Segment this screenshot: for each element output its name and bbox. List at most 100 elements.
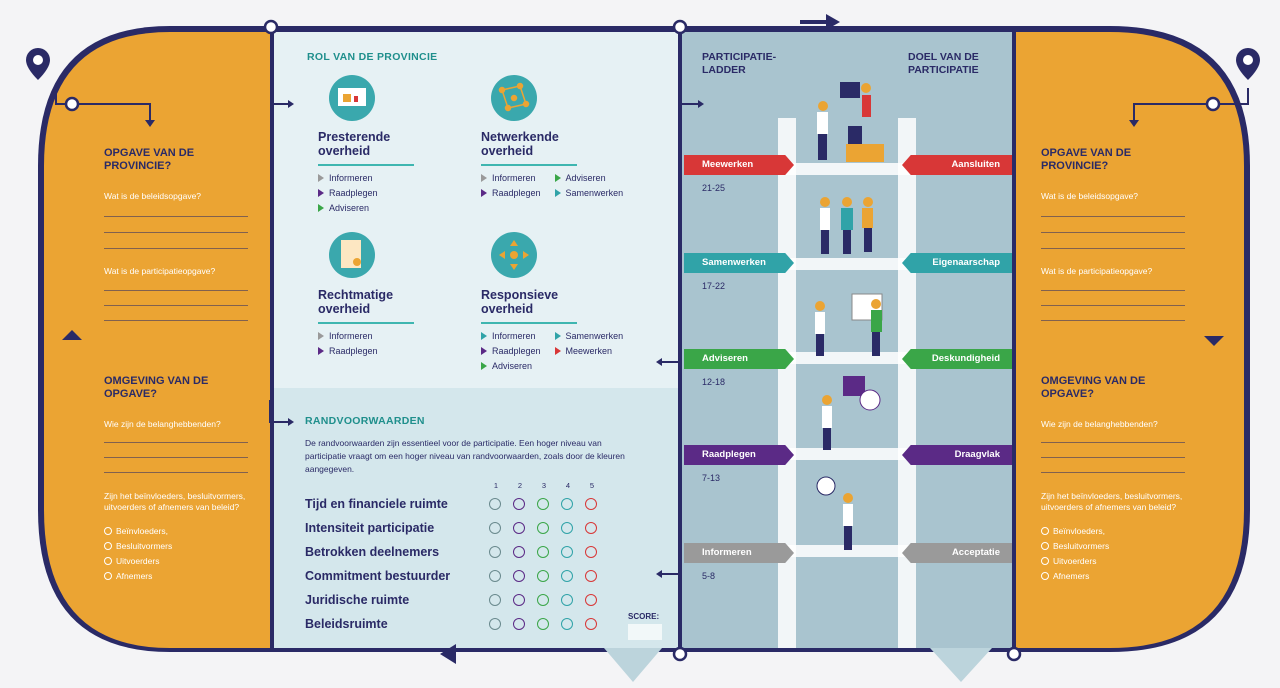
ladder-level-label: Informeren — [684, 543, 794, 563]
left-options: Beïnvloeders, Besluitvormers Uitvoerders… — [104, 523, 172, 583]
rating-circle[interactable] — [537, 594, 549, 606]
role-item: Raadplegen — [481, 344, 541, 359]
rating-circle[interactable] — [561, 546, 573, 558]
rating-circle[interactable] — [537, 546, 549, 558]
answer-line[interactable] — [104, 305, 248, 306]
ladder-level-label: Meewerken — [684, 155, 794, 175]
rating-circle[interactable] — [537, 498, 549, 510]
rating-circle[interactable] — [585, 618, 597, 630]
answer-line[interactable] — [1041, 457, 1185, 458]
rating-circle[interactable] — [489, 618, 501, 630]
role-title-line1: Responsieve — [481, 288, 559, 302]
right-options: Beïnvloeders, Besluitvormers Uitvoerders… — [1041, 523, 1109, 583]
answer-line[interactable] — [1041, 305, 1185, 306]
rating-circle[interactable] — [561, 594, 573, 606]
answer-line[interactable] — [1041, 442, 1185, 443]
rating-circle[interactable] — [513, 618, 525, 630]
rating-circle[interactable] — [585, 522, 597, 534]
rating-circle[interactable] — [537, 522, 549, 534]
role-title-line2: overheid — [318, 144, 371, 158]
left-panel-bg — [44, 32, 270, 648]
divider — [481, 322, 577, 324]
option-checkbox[interactable]: Beïnvloeders, — [1041, 523, 1109, 538]
option-checkbox[interactable]: Beïnvloeders, — [104, 523, 172, 538]
answer-line[interactable] — [1041, 290, 1185, 291]
doel-heading: DOEL VAN DE PARTICIPATIE — [908, 51, 979, 76]
role-title-line1: Presterende — [318, 130, 391, 144]
rating-circle[interactable] — [585, 546, 597, 558]
rating-circle[interactable] — [561, 522, 573, 534]
rating-circle[interactable] — [561, 498, 573, 510]
answer-line[interactable] — [104, 248, 248, 249]
ladder-rail-left — [778, 118, 796, 648]
rating-circle[interactable] — [489, 594, 501, 606]
right-omgeving-heading: OMGEVING VAN DE OPGAVE? — [1041, 375, 1146, 400]
rating-circle[interactable] — [489, 570, 501, 582]
rating-circle[interactable] — [585, 570, 597, 582]
scale-label: 3 — [541, 481, 547, 490]
option-checkbox[interactable]: Uitvoerders — [1041, 553, 1109, 568]
rating-row — [489, 612, 597, 636]
rating-circle[interactable] — [489, 522, 501, 534]
answer-line[interactable] — [104, 232, 248, 233]
answer-line[interactable] — [1041, 320, 1185, 321]
right-beinvloeders-question: Zijn het beïnvloeders, besluitvormers, u… — [1041, 491, 1183, 512]
role-title-line2: overheid — [318, 302, 371, 316]
answer-line[interactable] — [104, 442, 248, 443]
rating-circle[interactable] — [585, 594, 597, 606]
radio-circle-icon — [104, 571, 112, 580]
rating-circle[interactable] — [513, 570, 525, 582]
ladder-rung — [778, 448, 916, 460]
score-range: 12-18 — [702, 377, 726, 387]
rating-circle[interactable] — [513, 498, 525, 510]
answer-line[interactable] — [1041, 232, 1185, 233]
triangle-icon — [481, 189, 487, 197]
answer-line[interactable] — [104, 320, 248, 321]
answer-line[interactable] — [1041, 216, 1185, 217]
rating-circle[interactable] — [513, 594, 525, 606]
ladder-goal-label: Deskundigheid — [902, 349, 1012, 369]
option-checkbox[interactable]: Afnemers — [104, 568, 172, 583]
right-panel-bg — [1016, 32, 1244, 648]
rating-circle[interactable] — [561, 618, 573, 630]
arrow-up-icon — [62, 330, 82, 340]
criterion-label: Intensiteit participatie — [305, 521, 435, 535]
role-item: Adviseren — [318, 201, 414, 216]
role-item: Meewerken — [554, 344, 624, 359]
option-checkbox[interactable]: Besluitvormers — [104, 538, 172, 553]
role-responsieve: Responsieve overheid Informeren Raadpleg… — [481, 288, 623, 374]
rating-grid — [489, 492, 597, 636]
answer-line[interactable] — [104, 290, 248, 291]
rating-circle[interactable] — [561, 570, 573, 582]
randvoorwaarden-heading: RANDVOORWAARDEN — [305, 415, 425, 427]
node — [672, 646, 688, 662]
answer-line[interactable] — [1041, 472, 1185, 473]
rating-circle[interactable] — [513, 546, 525, 558]
rating-circle[interactable] — [513, 522, 525, 534]
option-checkbox[interactable]: Afnemers — [1041, 568, 1109, 583]
answer-line[interactable] — [104, 472, 248, 473]
option-checkbox[interactable]: Besluitvormers — [1041, 538, 1109, 553]
radio-circle-icon — [1041, 571, 1049, 580]
location-pin-icon — [1236, 48, 1260, 80]
ladder-heading: PARTICIPATIE- LADDER — [702, 51, 777, 76]
rating-circle[interactable] — [537, 570, 549, 582]
ladder-rung — [778, 545, 916, 557]
ladder-goal-label: Aansluiten — [902, 155, 1012, 175]
score-label: SCORE: — [628, 612, 660, 621]
triangle-icon — [554, 174, 561, 182]
answer-line[interactable] — [1041, 248, 1185, 249]
divider — [481, 164, 577, 166]
scale-label: 5 — [589, 481, 595, 490]
option-checkbox[interactable]: Uitvoerders — [104, 553, 172, 568]
left-omgeving-heading: OMGEVING VAN DE OPGAVE? — [104, 375, 209, 400]
rating-circle[interactable] — [537, 618, 549, 630]
criteria-labels: Tijd en financiele ruimte Intensiteit pa… — [305, 492, 450, 636]
role-item: Raadplegen — [481, 186, 541, 201]
rating-circle[interactable] — [489, 498, 501, 510]
answer-line[interactable] — [104, 457, 248, 458]
rating-circle[interactable] — [489, 546, 501, 558]
rating-circle[interactable] — [585, 498, 597, 510]
answer-line[interactable] — [104, 216, 248, 217]
